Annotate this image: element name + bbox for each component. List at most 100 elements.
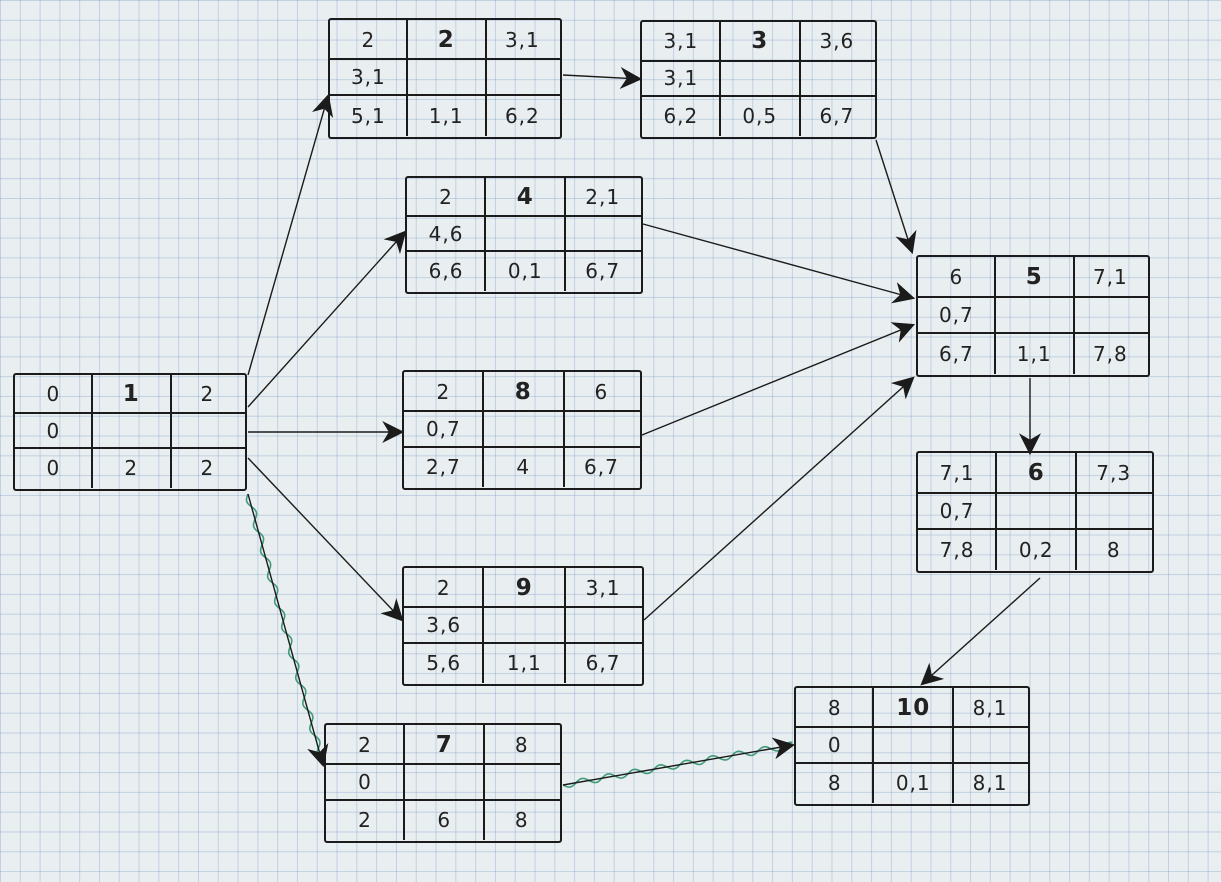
grid-line bbox=[404, 410, 640, 413]
cell-left: 2 bbox=[436, 575, 451, 600]
grid-line bbox=[403, 725, 406, 840]
cell-right: 8 bbox=[1106, 537, 1121, 562]
cell-right: 7,3 bbox=[1096, 460, 1132, 485]
cell-left: 2 bbox=[358, 807, 372, 832]
grid-line bbox=[642, 59, 875, 62]
cell-middle-left: 3,6 bbox=[426, 612, 462, 637]
cell-right: 2,1 bbox=[585, 185, 621, 210]
arrow-6-to-10 bbox=[920, 577, 1041, 686]
grid-line bbox=[872, 688, 875, 803]
cell-left: 2 bbox=[361, 27, 376, 52]
arrow-1-to-9 bbox=[247, 457, 404, 622]
cell-middle-left: 0 bbox=[46, 418, 61, 443]
cell-left: 2 bbox=[436, 379, 451, 404]
critical-path-wave bbox=[245, 493, 327, 765]
arrow-2-to-3 bbox=[562, 66, 643, 89]
cell-left: 3,1 bbox=[663, 29, 699, 54]
grid-line bbox=[995, 453, 998, 570]
cell-center: 2 bbox=[124, 456, 139, 481]
grid-line bbox=[407, 215, 641, 218]
cell-left: 6 bbox=[949, 264, 964, 289]
arrow-8-to-5 bbox=[641, 322, 916, 436]
cell-middle-left: 0,7 bbox=[938, 302, 974, 327]
cell-middle-left: 0 bbox=[827, 732, 842, 757]
grid-line bbox=[330, 94, 560, 97]
arrow-line bbox=[875, 139, 917, 255]
cell-left: 2 bbox=[358, 732, 372, 757]
node-id: 4 bbox=[516, 184, 534, 211]
node-id: 5 bbox=[1025, 263, 1043, 290]
grid-line bbox=[482, 568, 485, 683]
cell-middle-left: 3,1 bbox=[663, 66, 699, 91]
cell-center: 0,1 bbox=[895, 770, 931, 795]
cell-middle-left: 0,7 bbox=[939, 498, 975, 523]
cell-left: 2,7 bbox=[425, 454, 461, 479]
grid-line bbox=[796, 761, 1028, 764]
grid-line bbox=[918, 491, 1152, 494]
cell-right: 2 bbox=[200, 456, 215, 481]
grid-line bbox=[484, 20, 487, 136]
cell-left: 8 bbox=[827, 770, 842, 795]
grid-line bbox=[918, 295, 1148, 298]
arrow-1-to-2 bbox=[247, 93, 334, 376]
cell-right: 8,1 bbox=[972, 770, 1008, 795]
arrow-1-to-7 bbox=[245, 493, 329, 768]
cell-right: 6,7 bbox=[585, 650, 621, 675]
grid-line bbox=[993, 257, 996, 374]
node-id: 9 bbox=[515, 574, 533, 601]
arrow-line bbox=[641, 322, 916, 436]
cell-right: 7,8 bbox=[1092, 341, 1128, 366]
arrow-line bbox=[247, 93, 334, 376]
node-id: 1 bbox=[122, 381, 140, 408]
grid-line bbox=[918, 332, 1148, 335]
arrow-1-to-4 bbox=[247, 230, 407, 408]
grid-line bbox=[642, 95, 875, 98]
cell-left: 7,1 bbox=[939, 460, 975, 485]
grid-line bbox=[483, 725, 486, 840]
node-id: 3 bbox=[751, 28, 769, 55]
grid-line bbox=[330, 58, 560, 61]
arrow-line bbox=[247, 493, 329, 768]
node-id: 2 bbox=[437, 26, 455, 53]
grid-line bbox=[169, 375, 172, 488]
node-id: 7 bbox=[435, 731, 453, 758]
cell-center: 6 bbox=[437, 807, 452, 832]
grid-line bbox=[15, 447, 245, 450]
cell-left: 6,7 bbox=[938, 341, 974, 366]
grid-line bbox=[90, 375, 93, 488]
cell-left: 7,8 bbox=[939, 537, 975, 562]
grid-line bbox=[718, 22, 721, 136]
grid-line bbox=[326, 763, 560, 766]
cell-right: 2 bbox=[200, 382, 215, 407]
grid-line bbox=[481, 372, 484, 487]
grid-line bbox=[1072, 257, 1075, 374]
grid-line bbox=[564, 568, 567, 683]
cell-right: 8 bbox=[514, 732, 529, 757]
grid-line bbox=[405, 20, 408, 136]
cell-right: 6 bbox=[594, 379, 609, 404]
node-id: 8 bbox=[514, 378, 532, 405]
cell-left: 0 bbox=[46, 456, 61, 481]
cell-right: 3,1 bbox=[504, 27, 540, 52]
cell-middle-left: 0 bbox=[358, 769, 372, 794]
arrow-line bbox=[247, 457, 404, 622]
arrow-7-to-10 bbox=[562, 737, 796, 788]
grid-line bbox=[562, 372, 565, 487]
cell-right: 8,1 bbox=[972, 695, 1008, 720]
arrow-line bbox=[562, 66, 643, 89]
grid-line bbox=[404, 606, 642, 609]
arrow-line bbox=[562, 737, 796, 786]
arrow-line bbox=[247, 230, 407, 408]
cell-right: 7,1 bbox=[1092, 264, 1128, 289]
cell-left: 6,2 bbox=[663, 104, 699, 129]
cell-center: 0,1 bbox=[507, 259, 543, 284]
cell-left: 6,6 bbox=[428, 259, 464, 284]
cell-middle-left: 4,6 bbox=[428, 221, 464, 246]
grid-line bbox=[798, 22, 801, 136]
